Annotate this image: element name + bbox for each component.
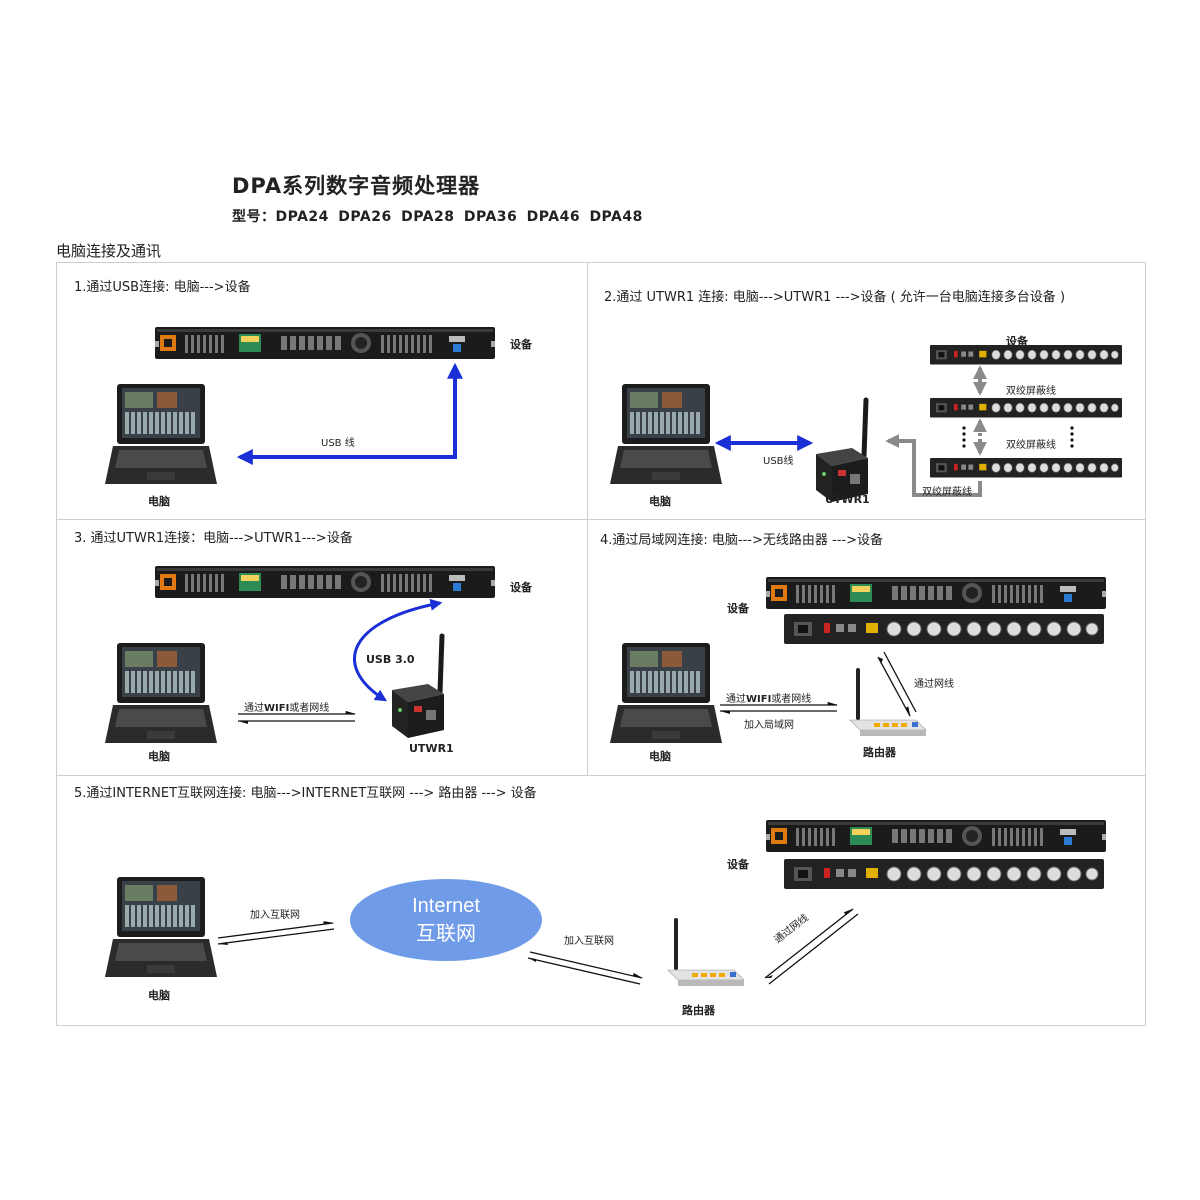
panel1-device-label: 设备 [510,338,532,351]
panel5-device-label: 设备 [727,858,749,871]
grid-divider-row2 [57,775,1145,776]
laptop-p5 [105,877,217,977]
panel5-title: 5.通过INTERNET互联网连接: 电脑--->INTERNET互联网 ---… [74,786,537,801]
page-title: DPA系列数字音频处理器 [232,174,481,198]
panel5-join-label-1: 加入互联网 [250,910,300,921]
panel3-device-label: 设备 [510,581,532,594]
panel3-wifi-label: 通过WIFI或者网线 [244,703,330,714]
processor-p4 [766,577,1106,609]
usb-cable-arrow [236,362,463,465]
panel5-router-label: 路由器 [682,1004,715,1017]
laptop-p2 [610,384,722,484]
panel2-shield-label-2: 双绞屏蔽线 [1006,440,1056,451]
laptop-p3 [105,643,217,743]
usb3-arrow [353,598,443,702]
panel2-device-label: 设备 [1006,335,1028,348]
panel3-utwr-label: UTWR1 [409,742,454,755]
panel4-router-label: 路由器 [863,746,896,759]
utwr1-box-p3 [392,636,444,738]
panel2-title: 2.通过 UTWR1 连接: 电脑--->UTWR1 --->设备 ( 允许一台… [604,290,1066,305]
panel4-lan-label: 加入局域网 [744,720,794,731]
router-p5 [666,918,746,988]
panel4-device-label: 设备 [727,602,749,615]
processor-p1 [155,327,495,359]
panel4-wifi-label: 通过WIFI或者网线 [726,694,812,705]
panel4-title: 4.通过局域网连接: 电脑--->无线路由器 --->设备 [600,533,883,548]
internet-cloud [350,879,542,961]
laptop-p1 [105,384,217,484]
model-list: 型号：DPA24 DPA26 DPA28 DPA36 DPA46 DPA48 [232,209,643,225]
panel5-computer-label: 电脑 [148,989,170,1002]
panel3-title: 3. 通过UTWR1连接：电脑--->UTWR1--->设备 [74,531,353,546]
panel1-computer-label: 电脑 [148,495,170,508]
panel2-usb-label: USB线 [763,456,794,467]
laptop-p4 [610,643,722,743]
panel4-cable-label: 通过网线 [914,679,954,690]
grid-divider-row1 [57,519,1145,520]
panel2-shield-label-3: 双绞屏蔽线 [922,487,972,498]
panel4-computer-label: 电脑 [649,750,671,763]
rear-panel-p5 [783,858,1105,890]
panel3-computer-label: 电脑 [148,750,170,763]
panel1-usb-label: USB 线 [321,438,355,449]
utwr1-box-p2 [816,400,868,502]
panel2-utwr-label: UTWR1 [825,493,870,506]
panel2-computer-label: 电脑 [649,495,671,508]
panel3-usb3-label: USB 3.0 [366,653,415,666]
panel2-shield-label-1: 双绞屏蔽线 [1006,386,1056,397]
rear-panel-p4 [783,613,1105,645]
processor-p3 [155,566,495,598]
section-title: 电脑连接及通讯 [56,242,162,260]
processor-p5 [766,820,1106,852]
diagram-grid [56,262,1146,1026]
panel1-title: 1.通过USB连接: 电脑--->设备 [74,280,251,295]
panel5-join-label-2: 加入互联网 [564,936,614,947]
internet-cloud-label: Internet 互联网 [412,895,480,945]
grid-divider-col [587,263,588,775]
